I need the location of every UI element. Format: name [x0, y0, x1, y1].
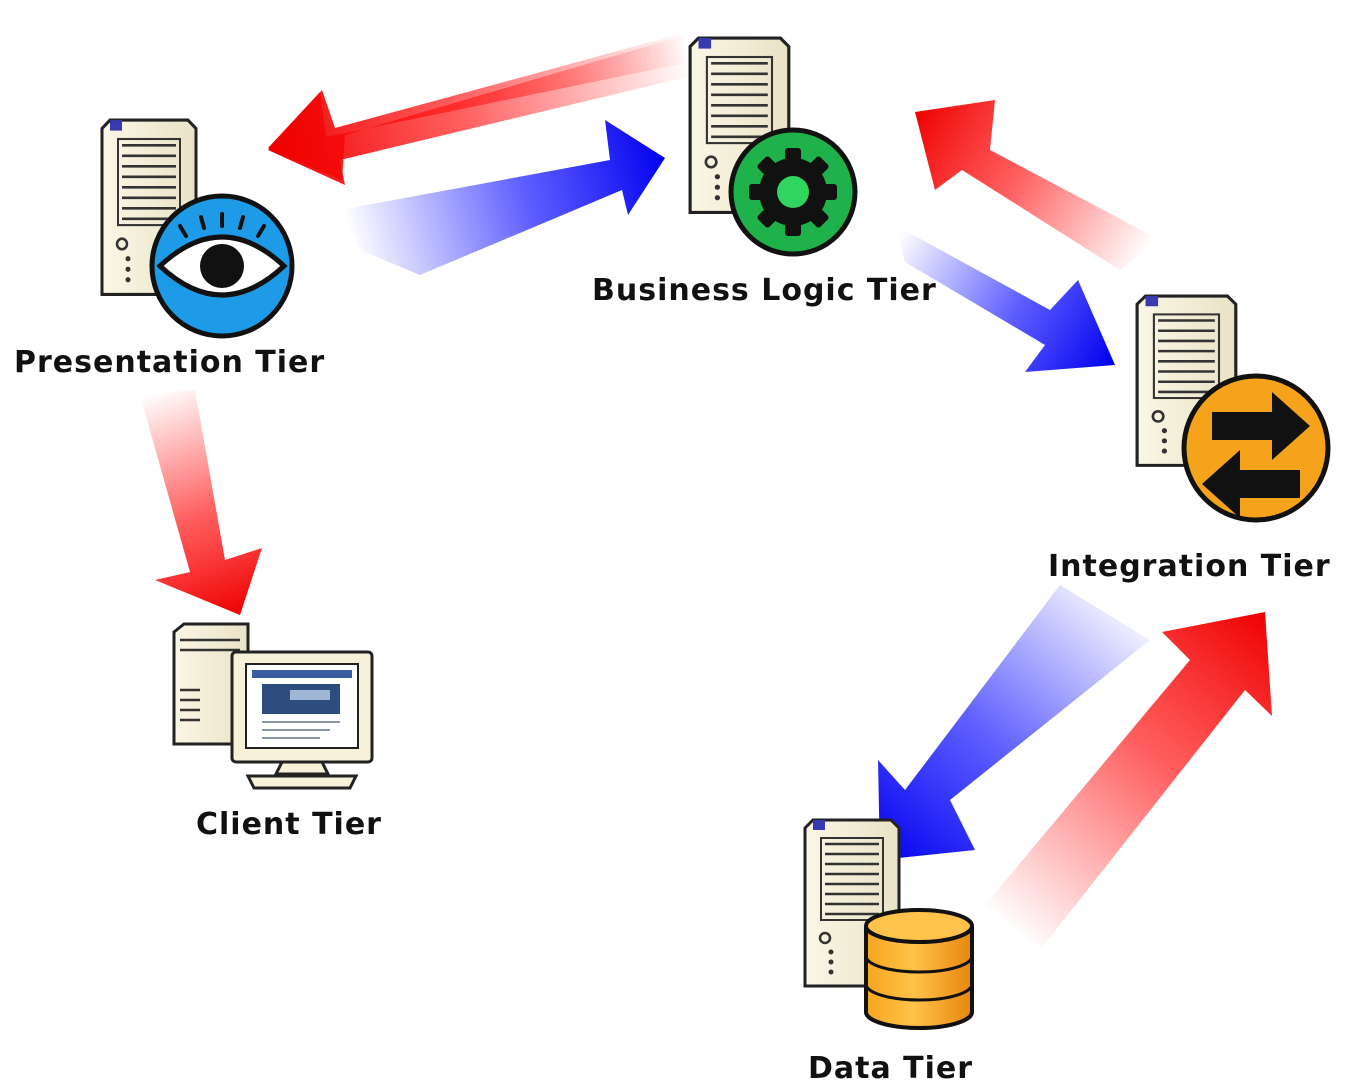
arrow-business-to-presentation	[268, 30, 695, 185]
business-logic-tier-label: Business Logic Tier	[592, 273, 937, 308]
integration-tier-label: Integration Tier	[1048, 549, 1331, 584]
exchange-arrows-icon	[1181, 373, 1331, 523]
arrow-presentation-to-client	[140, 390, 262, 615]
arrow-business-to-integration	[895, 225, 1115, 372]
gear-icon	[728, 127, 858, 257]
eye-icon	[149, 193, 295, 339]
arrow-presentation-to-business	[340, 120, 665, 275]
arrow-integration-to-business	[915, 100, 1160, 270]
presentation-tier-label: Presentation Tier	[14, 345, 325, 380]
desktop-computer-icon	[172, 622, 374, 790]
data-tier-node: Data Tier	[803, 818, 974, 1084]
data-tier-label: Data Tier	[808, 1051, 973, 1084]
client-tier-node: Client Tier	[172, 622, 382, 842]
business-logic-tier-node: Business Logic Tier	[592, 36, 937, 308]
client-tier-label: Client Tier	[196, 807, 382, 842]
integration-tier-node: Integration Tier	[1048, 294, 1331, 584]
presentation-tier-node: Presentation Tier	[14, 118, 325, 380]
database-icon	[864, 908, 974, 1030]
arrow-integration-to-data	[878, 585, 1150, 860]
arrow-data-to-integration	[985, 612, 1272, 950]
